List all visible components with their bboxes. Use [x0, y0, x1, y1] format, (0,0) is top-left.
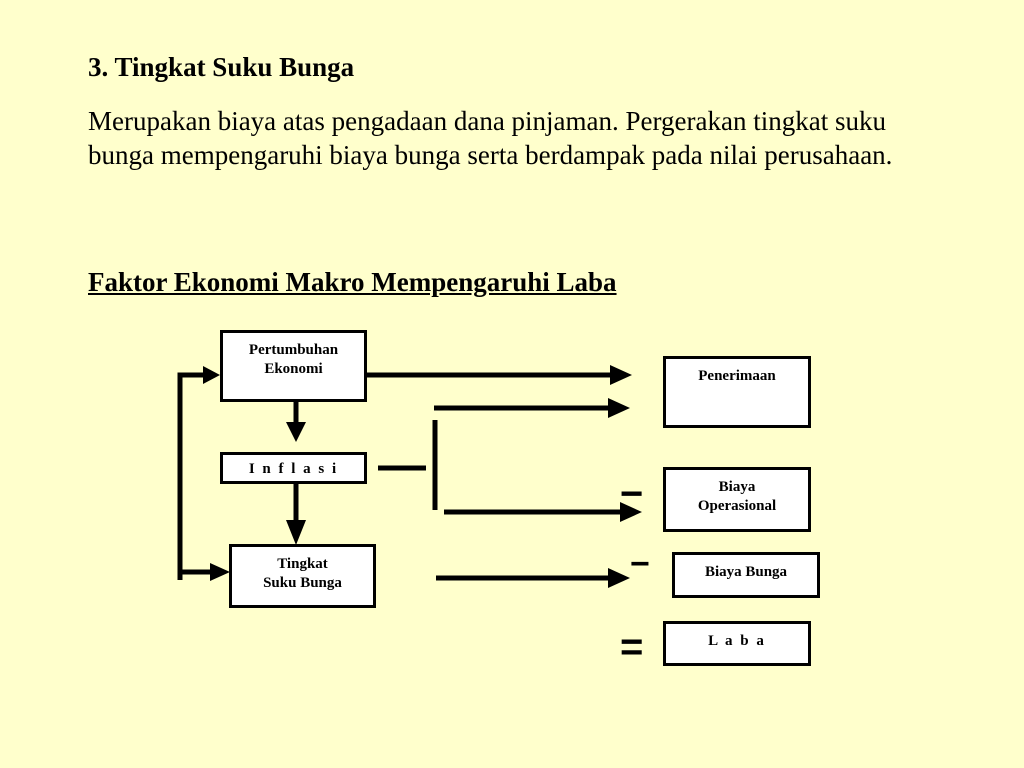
box-laba: L a b a [663, 621, 811, 666]
box-tingkat-line2: Suku Bunga [263, 575, 342, 591]
equals-sign: = [620, 625, 643, 669]
box-penerimaan-label: Penerimaan [698, 368, 776, 384]
minus-sign-2: − [630, 545, 650, 583]
box-laba-label: L a b a [708, 633, 766, 649]
box-inflasi: I n f l a s i [220, 452, 367, 484]
box-biaya-bunga-label: Biaya Bunga [704, 564, 788, 580]
box-biaya-bunga: Biaya Bunga [672, 552, 820, 598]
arrowhead-pe-inflasi [286, 422, 306, 442]
box-biaya-op-line2: Operasional [697, 498, 777, 514]
box-pertumbuhan-line2: Ekonomi [264, 361, 323, 377]
box-inflasi-label: I n f l a s i [248, 461, 339, 477]
box-pertumbuhan-line1: Pertumbuhan [248, 342, 339, 358]
slide-heading: 3. Tingkat Suku Bunga [88, 52, 355, 82]
arrowhead-feedback-bottom [210, 563, 230, 581]
box-pertumbuhan-ekonomi: Pertumbuhan Ekonomi [220, 330, 367, 402]
box-tingkat-suku-bunga: Tingkat Suku Bunga [229, 544, 376, 608]
box-tingkat-line1: Tingkat [277, 556, 328, 572]
minus-sign-1: − [620, 472, 643, 516]
arrowhead-feedback-top [203, 366, 220, 384]
arrowhead-to-biaya-bunga [608, 568, 630, 588]
feedback-bracket [177, 372, 205, 580]
arrowhead-inflasi-tingkat [286, 520, 306, 545]
slide-paragraph: Merupakan biaya atas pengadaan dana pinj… [88, 106, 893, 170]
diagram-title: Faktor Ekonomi Makro Mempengaruhi Laba [88, 267, 617, 297]
box-penerimaan: Penerimaan [663, 356, 811, 428]
box-biaya-operasional: Biaya Operasional [663, 467, 811, 532]
arrowhead-to-biaya-op [620, 502, 642, 522]
arrowhead-upper-branch [608, 398, 630, 418]
box-biaya-op-line1: Biaya [718, 479, 756, 495]
arrowhead-to-penerimaan [610, 365, 632, 385]
